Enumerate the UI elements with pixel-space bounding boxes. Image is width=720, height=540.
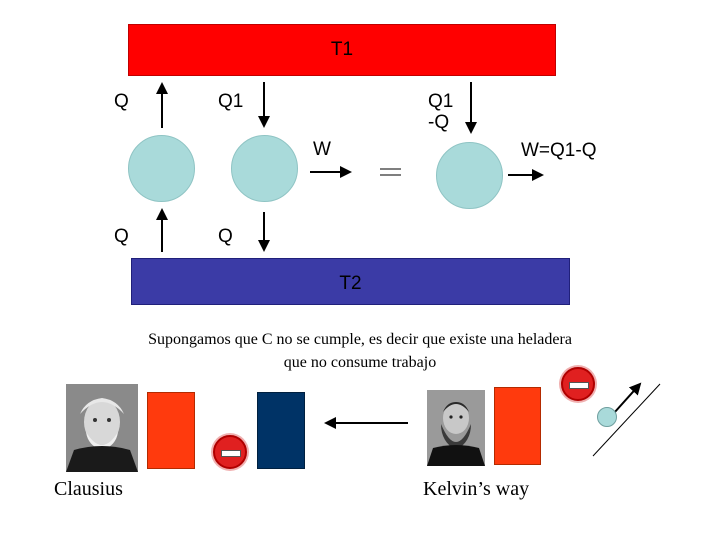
clausius-hot-block (147, 392, 195, 469)
no-entry-icon-kelvin (561, 367, 595, 401)
cold-reservoir: T2 (131, 258, 570, 305)
engine-right-circle (436, 142, 503, 209)
engine-left-top-label: Q (114, 91, 129, 112)
inclined-plane-line (592, 383, 661, 457)
kelvin-label: Kelvin’s way (423, 478, 530, 500)
kelvin-block (494, 387, 541, 465)
kelvin-portrait (427, 390, 485, 466)
engine-middle-top-label: Q1 (218, 91, 244, 112)
no-entry-icon-clausius (213, 435, 247, 469)
ball-arrow (613, 382, 642, 414)
hot-reservoir: T1 (128, 24, 556, 76)
hot-reservoir-label: T1 (330, 39, 354, 60)
equals-sign: = (380, 160, 402, 182)
clausius-portrait (66, 384, 138, 472)
caption-line-2: que no consume trabajo (283, 354, 437, 371)
engine-right-top-label-2: -Q (428, 112, 450, 133)
clausius-label: Clausius (54, 478, 123, 500)
clausius-cold-block (257, 392, 305, 469)
engine-right-work-label: W=Q1-Q (521, 140, 597, 161)
engine-left-circle (128, 135, 195, 202)
ball (597, 407, 617, 427)
cold-reservoir-label: T2 (339, 273, 362, 294)
caption-line-1: Supongamos que C no se cumple, es decir … (148, 331, 572, 348)
engine-left-bottom-label: Q (114, 226, 129, 247)
engine-middle-circle (231, 135, 298, 202)
engine-middle-bottom-label: Q (218, 226, 233, 247)
engine-right-top-label-1: Q1 (428, 91, 454, 112)
engine-middle-work-label: W (313, 139, 331, 160)
